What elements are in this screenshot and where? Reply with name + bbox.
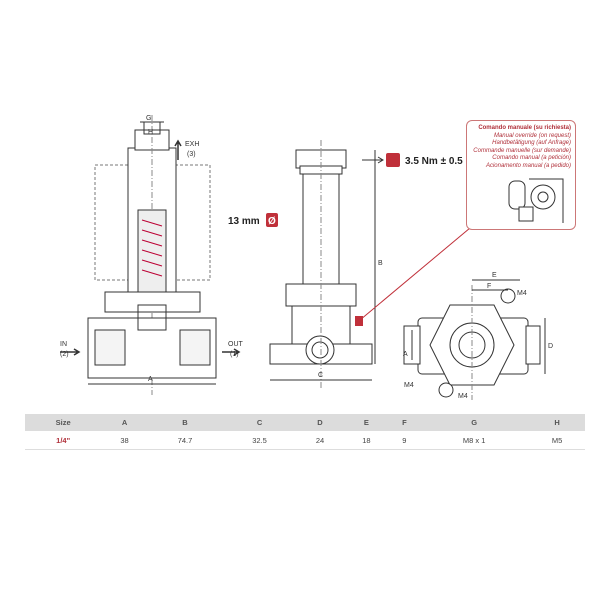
cell-h: M5 bbox=[529, 431, 585, 450]
cell-g: M8 x 1 bbox=[419, 431, 530, 450]
dim-d-label: D bbox=[548, 343, 553, 350]
technical-drawing: G H EXH (3) IN (2) OUT (1) A Ø 13 mm 3.5… bbox=[60, 115, 553, 400]
out-port-label: (1) bbox=[230, 351, 239, 358]
manual-override-note: Comando manuale (su richiesta) Manual ov… bbox=[466, 120, 576, 230]
col-size: Size bbox=[25, 414, 102, 431]
in-label: IN bbox=[60, 341, 67, 348]
dim-h-label: H bbox=[148, 129, 153, 136]
note-line: Manual override (on request) bbox=[493, 132, 571, 139]
thread-bottom-label: M4 bbox=[458, 393, 468, 400]
dim-a-right-label: A bbox=[403, 351, 408, 358]
wrench-size-label: 13 mm bbox=[228, 216, 260, 227]
table-row: 1/4" 38 74.7 32.5 24 18 9 M8 x 1 M5 bbox=[25, 431, 585, 450]
dim-b-label: B bbox=[378, 260, 383, 267]
cell-size: 1/4" bbox=[25, 431, 102, 450]
cell-e: 18 bbox=[343, 431, 390, 450]
col-f: F bbox=[389, 414, 420, 431]
valve-front-view bbox=[269, 140, 471, 390]
col-g: G bbox=[419, 414, 530, 431]
dim-c-label: C bbox=[318, 372, 323, 379]
torque-label: 3.5 Nm ± 0.5 bbox=[405, 156, 463, 167]
out-label: OUT bbox=[228, 341, 244, 348]
cell-c: 32.5 bbox=[222, 431, 297, 450]
dim-e-label: E bbox=[492, 272, 497, 279]
note-line: Handbetätigung (auf Anfrage) bbox=[492, 140, 571, 146]
dim-f-label: F bbox=[487, 283, 491, 290]
dimensions-table: Size A B C D E F G H 1/4" 38 74.7 32.5 2… bbox=[25, 414, 585, 450]
wrench-icon bbox=[386, 153, 400, 167]
diameter-icon: Ø bbox=[268, 216, 276, 227]
note-line: Comando manual (a petición) bbox=[492, 155, 571, 161]
col-d: D bbox=[296, 414, 344, 431]
manual-override-illustration bbox=[508, 178, 564, 223]
wrench-badge bbox=[266, 213, 278, 227]
note-line: Acionamento manual (a pedido) bbox=[485, 162, 571, 169]
dim-g-label: G bbox=[146, 115, 151, 122]
note-line: Comando manuale (su richiesta) bbox=[478, 125, 571, 131]
col-e: E bbox=[343, 414, 390, 431]
cell-f: 9 bbox=[389, 431, 420, 450]
col-h: H bbox=[529, 414, 585, 431]
col-b: B bbox=[147, 414, 223, 431]
dim-a-label: A bbox=[148, 376, 153, 383]
valve-section-view bbox=[60, 115, 241, 395]
note-line: Commande manuelle (sur demande) bbox=[473, 147, 571, 154]
col-a: A bbox=[101, 414, 148, 431]
thread-side-label: M4 bbox=[404, 382, 414, 389]
cell-b: 74.7 bbox=[147, 431, 223, 450]
valve-bottom-view bbox=[403, 279, 546, 400]
cell-d: 24 bbox=[296, 431, 344, 450]
exh-port-label: (3) bbox=[187, 151, 196, 158]
table-header-row: Size A B C D E F G H bbox=[25, 414, 585, 431]
in-port-label: (2) bbox=[60, 351, 69, 358]
exh-label: EXH bbox=[185, 141, 199, 148]
cell-a: 38 bbox=[101, 431, 148, 450]
thread-top-label: M4 bbox=[517, 290, 527, 297]
col-c: C bbox=[222, 414, 297, 431]
